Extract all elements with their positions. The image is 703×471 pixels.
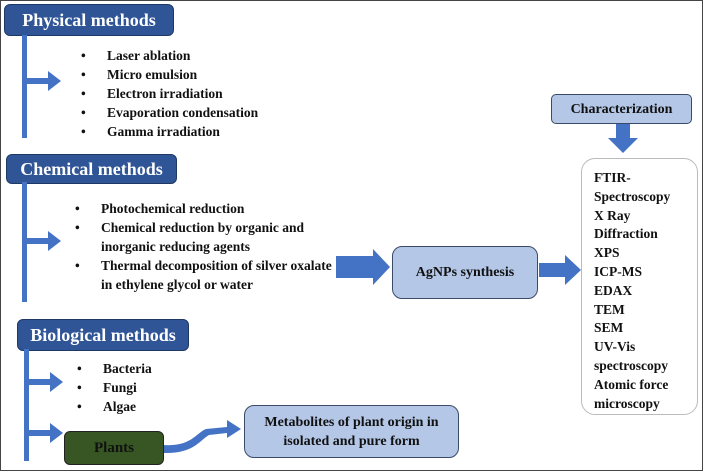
- biological-methods-header: Biological methods: [17, 319, 189, 351]
- physical-methods-header: Physical methods: [4, 4, 174, 36]
- to-synthesis-arrow: [336, 249, 390, 285]
- to-characterization-arrow: [539, 255, 581, 285]
- list-item: Bacteria: [77, 359, 152, 378]
- list-item: Evaporation condensation: [81, 103, 258, 122]
- list-item: Micro emulsion: [81, 65, 258, 84]
- metabolites-box: Metabolites of plant origin in isolated …: [244, 405, 459, 458]
- list-item: Diffraction: [594, 226, 658, 242]
- list-item: spectroscopy: [594, 357, 668, 373]
- list-item: FTIR-: [594, 170, 631, 185]
- list-item: Chemical reduction by organic and inorga…: [75, 218, 345, 256]
- physical-arrow: [26, 71, 61, 91]
- list-item: Fungi: [77, 378, 152, 397]
- agnps-synthesis-box: AgNPs synthesis: [392, 246, 538, 299]
- bio-list-arrow: [28, 372, 63, 392]
- list-item: Spectroscopy: [594, 188, 671, 204]
- list-item: Electron irradiation: [81, 84, 258, 103]
- list-item: Laser ablation: [81, 46, 258, 65]
- list-item: ICP-MS: [594, 263, 642, 279]
- list-item: UV-Vis: [594, 339, 636, 355]
- plants-to-metabolites-arrow: [163, 420, 241, 454]
- biological-methods-list: Bacteria Fungi Algae: [77, 359, 152, 416]
- chemical-bracket: [22, 182, 27, 302]
- list-item: XPS: [594, 245, 620, 261]
- list-item: Atomic force: [594, 376, 669, 392]
- list-item: TEM: [594, 301, 625, 317]
- list-item: X Ray: [594, 207, 631, 223]
- list-item: microscopy: [594, 395, 660, 411]
- chemical-methods-list: Photochemical reduction Chemical reducti…: [75, 199, 345, 294]
- characterization-list: FTIR- Spectroscopy X Ray Diffraction XPS…: [581, 158, 698, 415]
- list-item: Thermal decomposition of silver oxalate …: [75, 256, 345, 294]
- list-item: EDAX: [594, 282, 633, 298]
- characterization-down-arrow: [608, 124, 638, 153]
- characterization-header: Characterization: [551, 94, 692, 124]
- plants-arrow: [28, 423, 63, 443]
- physical-methods-list: Laser ablation Micro emulsion Electron i…: [81, 46, 258, 141]
- list-item: Photochemical reduction: [75, 199, 345, 218]
- chemical-arrow: [26, 231, 61, 251]
- plants-box: Plants: [64, 431, 164, 465]
- physical-bracket: [22, 35, 27, 138]
- list-item: Gamma irradiation: [81, 122, 258, 141]
- biological-bracket: [24, 349, 29, 461]
- list-item: SEM: [594, 320, 624, 336]
- chemical-methods-header: Chemical methods: [6, 154, 177, 184]
- list-item: Algae: [77, 397, 152, 416]
